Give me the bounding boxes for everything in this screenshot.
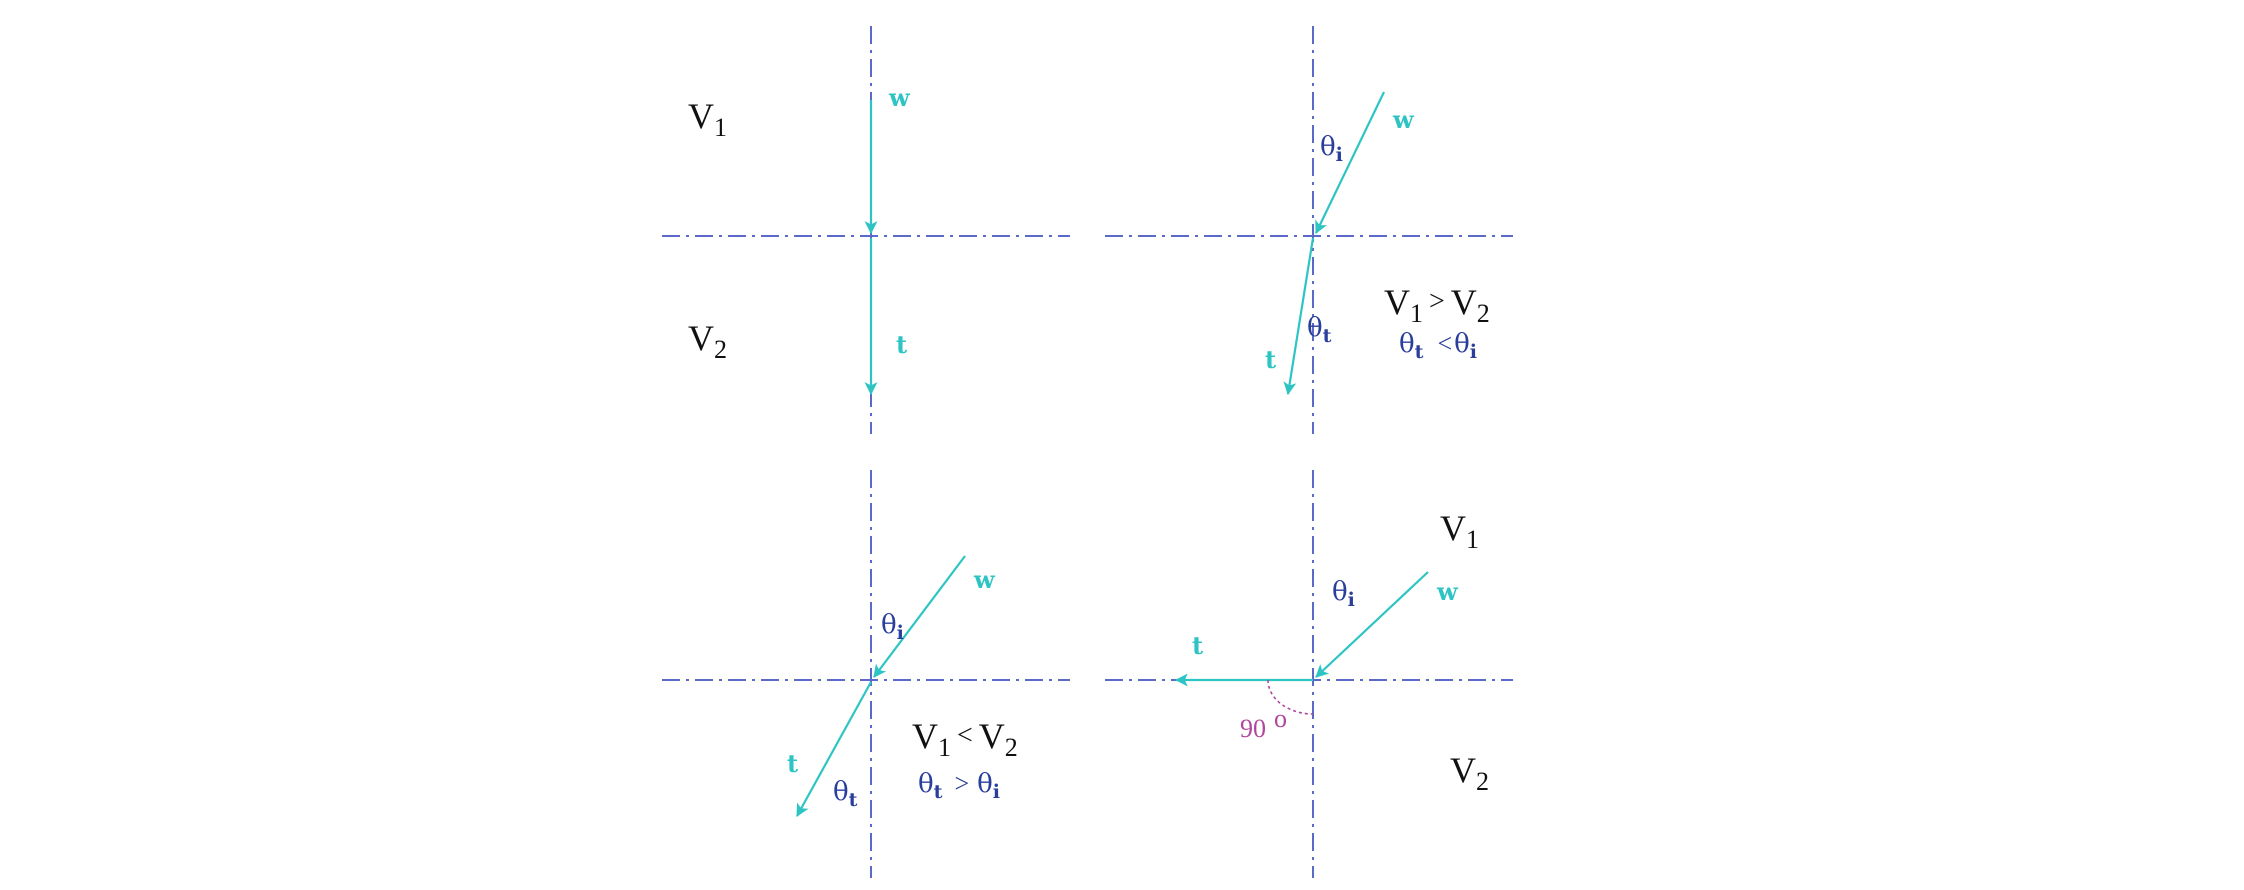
incident-ray-label: w: [1436, 577, 1459, 606]
incident-ray-label: w: [973, 565, 996, 594]
incident-ray: [873, 555, 966, 678]
angle-relation: θt>θi: [918, 769, 1000, 803]
transmitted-ray-label: t: [787, 749, 798, 778]
transmission-angle-label: θt: [833, 777, 858, 811]
incidence-angle-label: θi: [1320, 132, 1343, 166]
incidence-angle-label: θi: [881, 610, 904, 644]
transmitted-ray: [1283, 237, 1315, 396]
medium2-label: V2: [1450, 750, 1489, 796]
velocity-relation: V1<V2: [912, 716, 1018, 762]
transmission-angle-label: θt: [1307, 313, 1332, 347]
transmitted-ray-label: t: [1265, 345, 1276, 374]
right-angle-arc: [1267, 679, 1314, 715]
transmitted-ray: [796, 681, 872, 817]
transmitted-ray-label: t: [1192, 631, 1203, 660]
incident-ray: [1315, 571, 1429, 678]
medium1-label: V1: [1440, 508, 1479, 554]
medium2-label: V2: [688, 318, 727, 364]
incidence-angle-label: θi: [1332, 577, 1355, 611]
velocity-relation: V1>V2: [1384, 282, 1490, 328]
angle-relation: θt<θi: [1399, 329, 1477, 363]
medium1-label: V1: [688, 96, 727, 142]
panel-slow-to-fast: w t θi θt V1<V2 θt>θi: [662, 470, 1070, 878]
panel-normal-incidence: w t V1 V2: [662, 26, 1070, 434]
incident-ray: [1315, 91, 1385, 234]
panel-fast-to-slow: w t θi θt V1>V2 θt<θi: [1105, 26, 1513, 434]
incident-ray-label: w: [1392, 105, 1415, 134]
incident-ray-label: w: [888, 83, 911, 112]
transmitted-ray-label: t: [896, 330, 907, 359]
